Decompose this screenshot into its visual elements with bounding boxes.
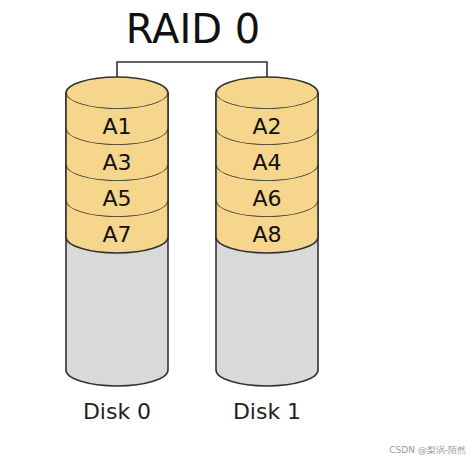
stripe-fill [216,201,318,253]
cylinder-top [216,77,318,109]
stripe-fill [66,93,168,145]
stripe-fill [216,165,318,217]
cylinder-top [66,77,168,109]
block-label: A7 [66,217,168,253]
block-label: A2 [216,109,318,145]
stripe-outline [216,93,318,145]
block-label: A8 [216,217,318,253]
cylinder-shape [216,93,318,386]
watermark: CSDN @梨涡-陌然 [389,444,466,456]
disk-cylinder: Disk 0A1A3A5A7 [66,75,168,435]
stripe-outline [66,93,168,145]
stripe-outline [216,165,318,217]
stripe-outline [66,201,168,253]
stripe-fill [66,165,168,217]
disk-cylinder: Disk 1A2A4A6A8 [216,75,318,435]
stripe-block: A3 [66,113,168,181]
stripe-fill [216,129,318,181]
cylinder-shape [66,93,168,386]
disk-label: Disk 1 [196,397,338,427]
block-label: A1 [66,109,168,145]
stripe-outline [216,201,318,253]
block-label: A4 [216,145,318,181]
stripe-block: A7 [66,185,168,253]
block-label: A5 [66,181,168,217]
stripe-block: A4 [216,113,318,181]
stripe-block: A1 [66,77,168,145]
block-label: A3 [66,145,168,181]
stripe-block: A6 [216,149,318,217]
disk-label: Disk 0 [46,397,188,427]
stripe-outline [216,129,318,181]
stripe-outline [66,165,168,217]
diagram-title: RAID 0 [0,4,386,54]
stripe-block: A5 [66,149,168,217]
stripe-fill [66,201,168,253]
stripe-fill [216,93,318,145]
stripe-fill [66,129,168,181]
block-label: A6 [216,181,318,217]
stripe-block: A2 [216,77,318,145]
stripe-outline [66,129,168,181]
stripe-block: A8 [216,185,318,253]
